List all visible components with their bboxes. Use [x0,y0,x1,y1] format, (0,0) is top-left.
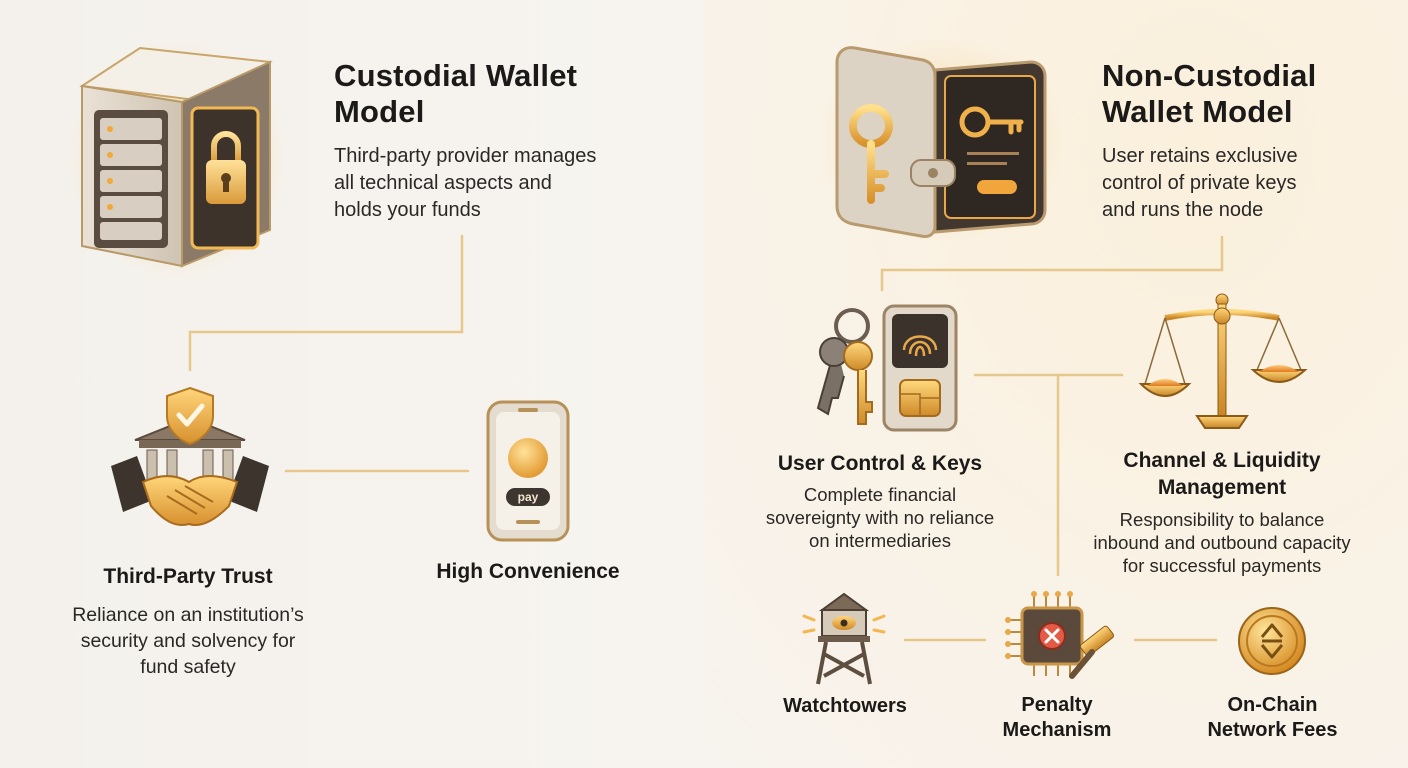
keys-hardware-device-icon [816,304,958,432]
penalty-chip-gavel-icon [1005,591,1114,679]
trust-desc-line1: Reliance on an institution’s [72,604,304,626]
custodial-title-line1: Custodial Wallet [334,58,578,93]
high-convenience-label: High Convenience [436,560,620,583]
non-custodial-title: Non-Custodial Wallet Model [1102,58,1316,130]
bank-handshake-icon [111,386,269,526]
liquidity-desc-line3: for successful payments [1122,555,1322,576]
non-custodial-title-line2: Wallet Model [1102,94,1293,129]
watchtower-icon [802,592,886,685]
custodial-title: Custodial Wallet Model [334,58,577,130]
custodial-desc-line1: Third-party provider manages [334,145,597,167]
keys-desc-line3: on intermediaries [809,530,951,551]
liquidity-label-line1: Channel & Liquidity [1123,449,1321,472]
onchain-network-fees-label: On-Chain Network Fees [1185,693,1360,743]
custodial-desc-line3: holds your funds [334,199,481,221]
channel-liquidity-description: Responsibility to balance inbound and ou… [1062,508,1382,577]
keys-desc-line2: sovereignty with no reliance [765,507,995,528]
user-control-keys-description: Complete financial sovereignty with no r… [730,483,1030,552]
smartphone-pay-icon: pay [486,400,570,542]
liquidity-desc-line2: inbound and outbound capacity [1093,532,1351,553]
custodial-title-line2: Model [334,94,425,129]
trust-desc-line2: security and solvency for [80,630,296,652]
keys-desc-line1: Complete financial [803,484,957,505]
liquidity-label-line2: Management [1157,476,1287,499]
server-vault-icon [70,39,285,279]
non-custodial-title-line1: Non-Custodial [1102,58,1317,93]
liquidity-desc-line1: Responsibility to balance [1119,509,1325,530]
third-party-trust-description: Reliance on an institution’s security an… [38,602,338,680]
non-custodial-desc-line1: User retains exclusive [1102,145,1298,167]
non-custodial-description: User retains exclusive control of privat… [1102,143,1298,224]
channel-liquidity-label: Channel & Liquidity Management [1082,447,1362,501]
user-control-keys-label: User Control & Keys [777,452,983,475]
third-party-trust-label: Third-Party Trust [103,565,273,588]
custodial-description: Third-party provider manages all technic… [334,143,596,224]
non-custodial-desc-line3: and runs the node [1102,199,1264,221]
onchain-coin-icon [1238,607,1306,675]
fees-label-line2: Network Fees [1207,719,1338,741]
non-custodial-desc-line2: control of private keys [1102,172,1297,194]
fees-label-line1: On-Chain [1227,694,1318,716]
penalty-mechanism-label: Penalty Mechanism [972,693,1142,743]
wallet-key-icon [825,40,1060,240]
custodial-desc-line2: all technical aspects and [334,172,552,194]
trust-desc-line3: fund safety [140,656,236,678]
pay-button-text: pay [518,490,539,504]
penalty-label-line1: Penalty [1021,694,1093,716]
balance-scale-icon [1138,293,1308,429]
penalty-label-line2: Mechanism [1002,719,1112,741]
watchtowers-label: Watchtowers [783,695,907,717]
